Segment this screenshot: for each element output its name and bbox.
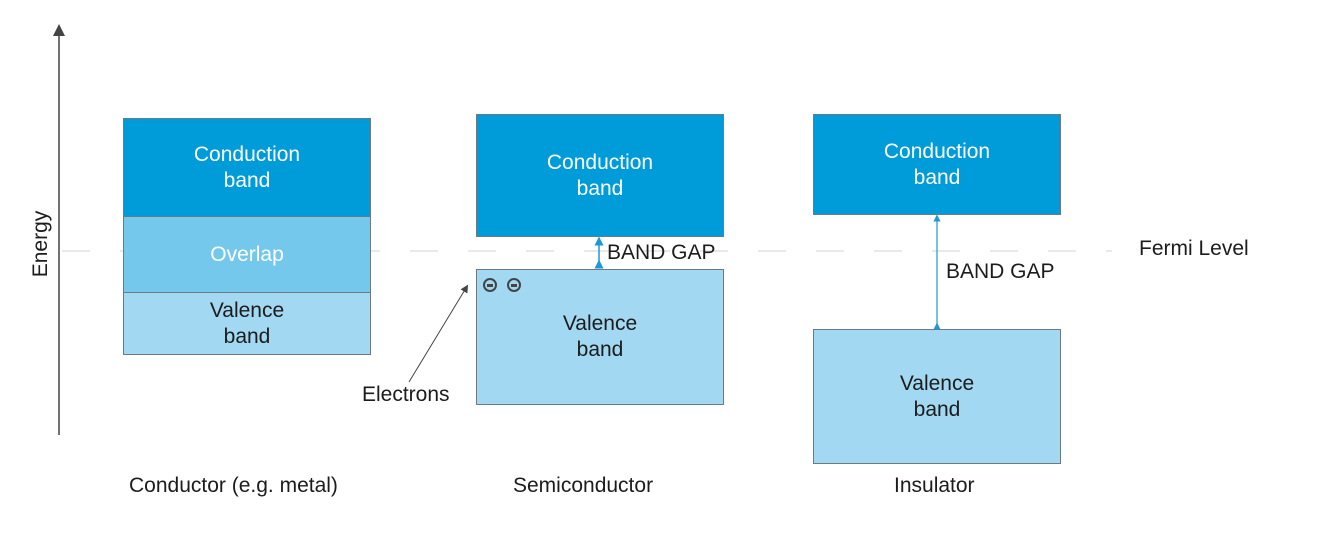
insulator-label: Insulator — [894, 474, 975, 497]
fermi-level-label: Fermi Level — [1139, 237, 1249, 260]
semiconductor-valence-band: Valence band — [476, 269, 724, 405]
conductor-valence-band: Valence band — [123, 292, 371, 355]
electrons-pointer-arrow — [408, 284, 469, 383]
electrons-label: Electrons — [362, 383, 450, 406]
conductor-overlap-band: Overlap — [123, 216, 371, 293]
conductor-conduction-band: Conduction band — [123, 118, 371, 217]
semiconductor-label: Semiconductor — [513, 474, 654, 497]
semiconductor-band-gap-label: BAND GAP — [607, 241, 716, 264]
electron-icon — [507, 278, 521, 292]
semiconductor-conduction-band: Conduction band — [476, 114, 724, 237]
insulator-conduction-band: Conduction band — [813, 114, 1061, 215]
energy-axis-label: Energy — [29, 210, 52, 278]
electron-icon — [483, 278, 497, 292]
conductor-label: Conductor (e.g. metal) — [129, 474, 338, 497]
insulator-band-gap-label: BAND GAP — [946, 260, 1055, 283]
insulator-valence-band: Valence band — [813, 329, 1061, 464]
